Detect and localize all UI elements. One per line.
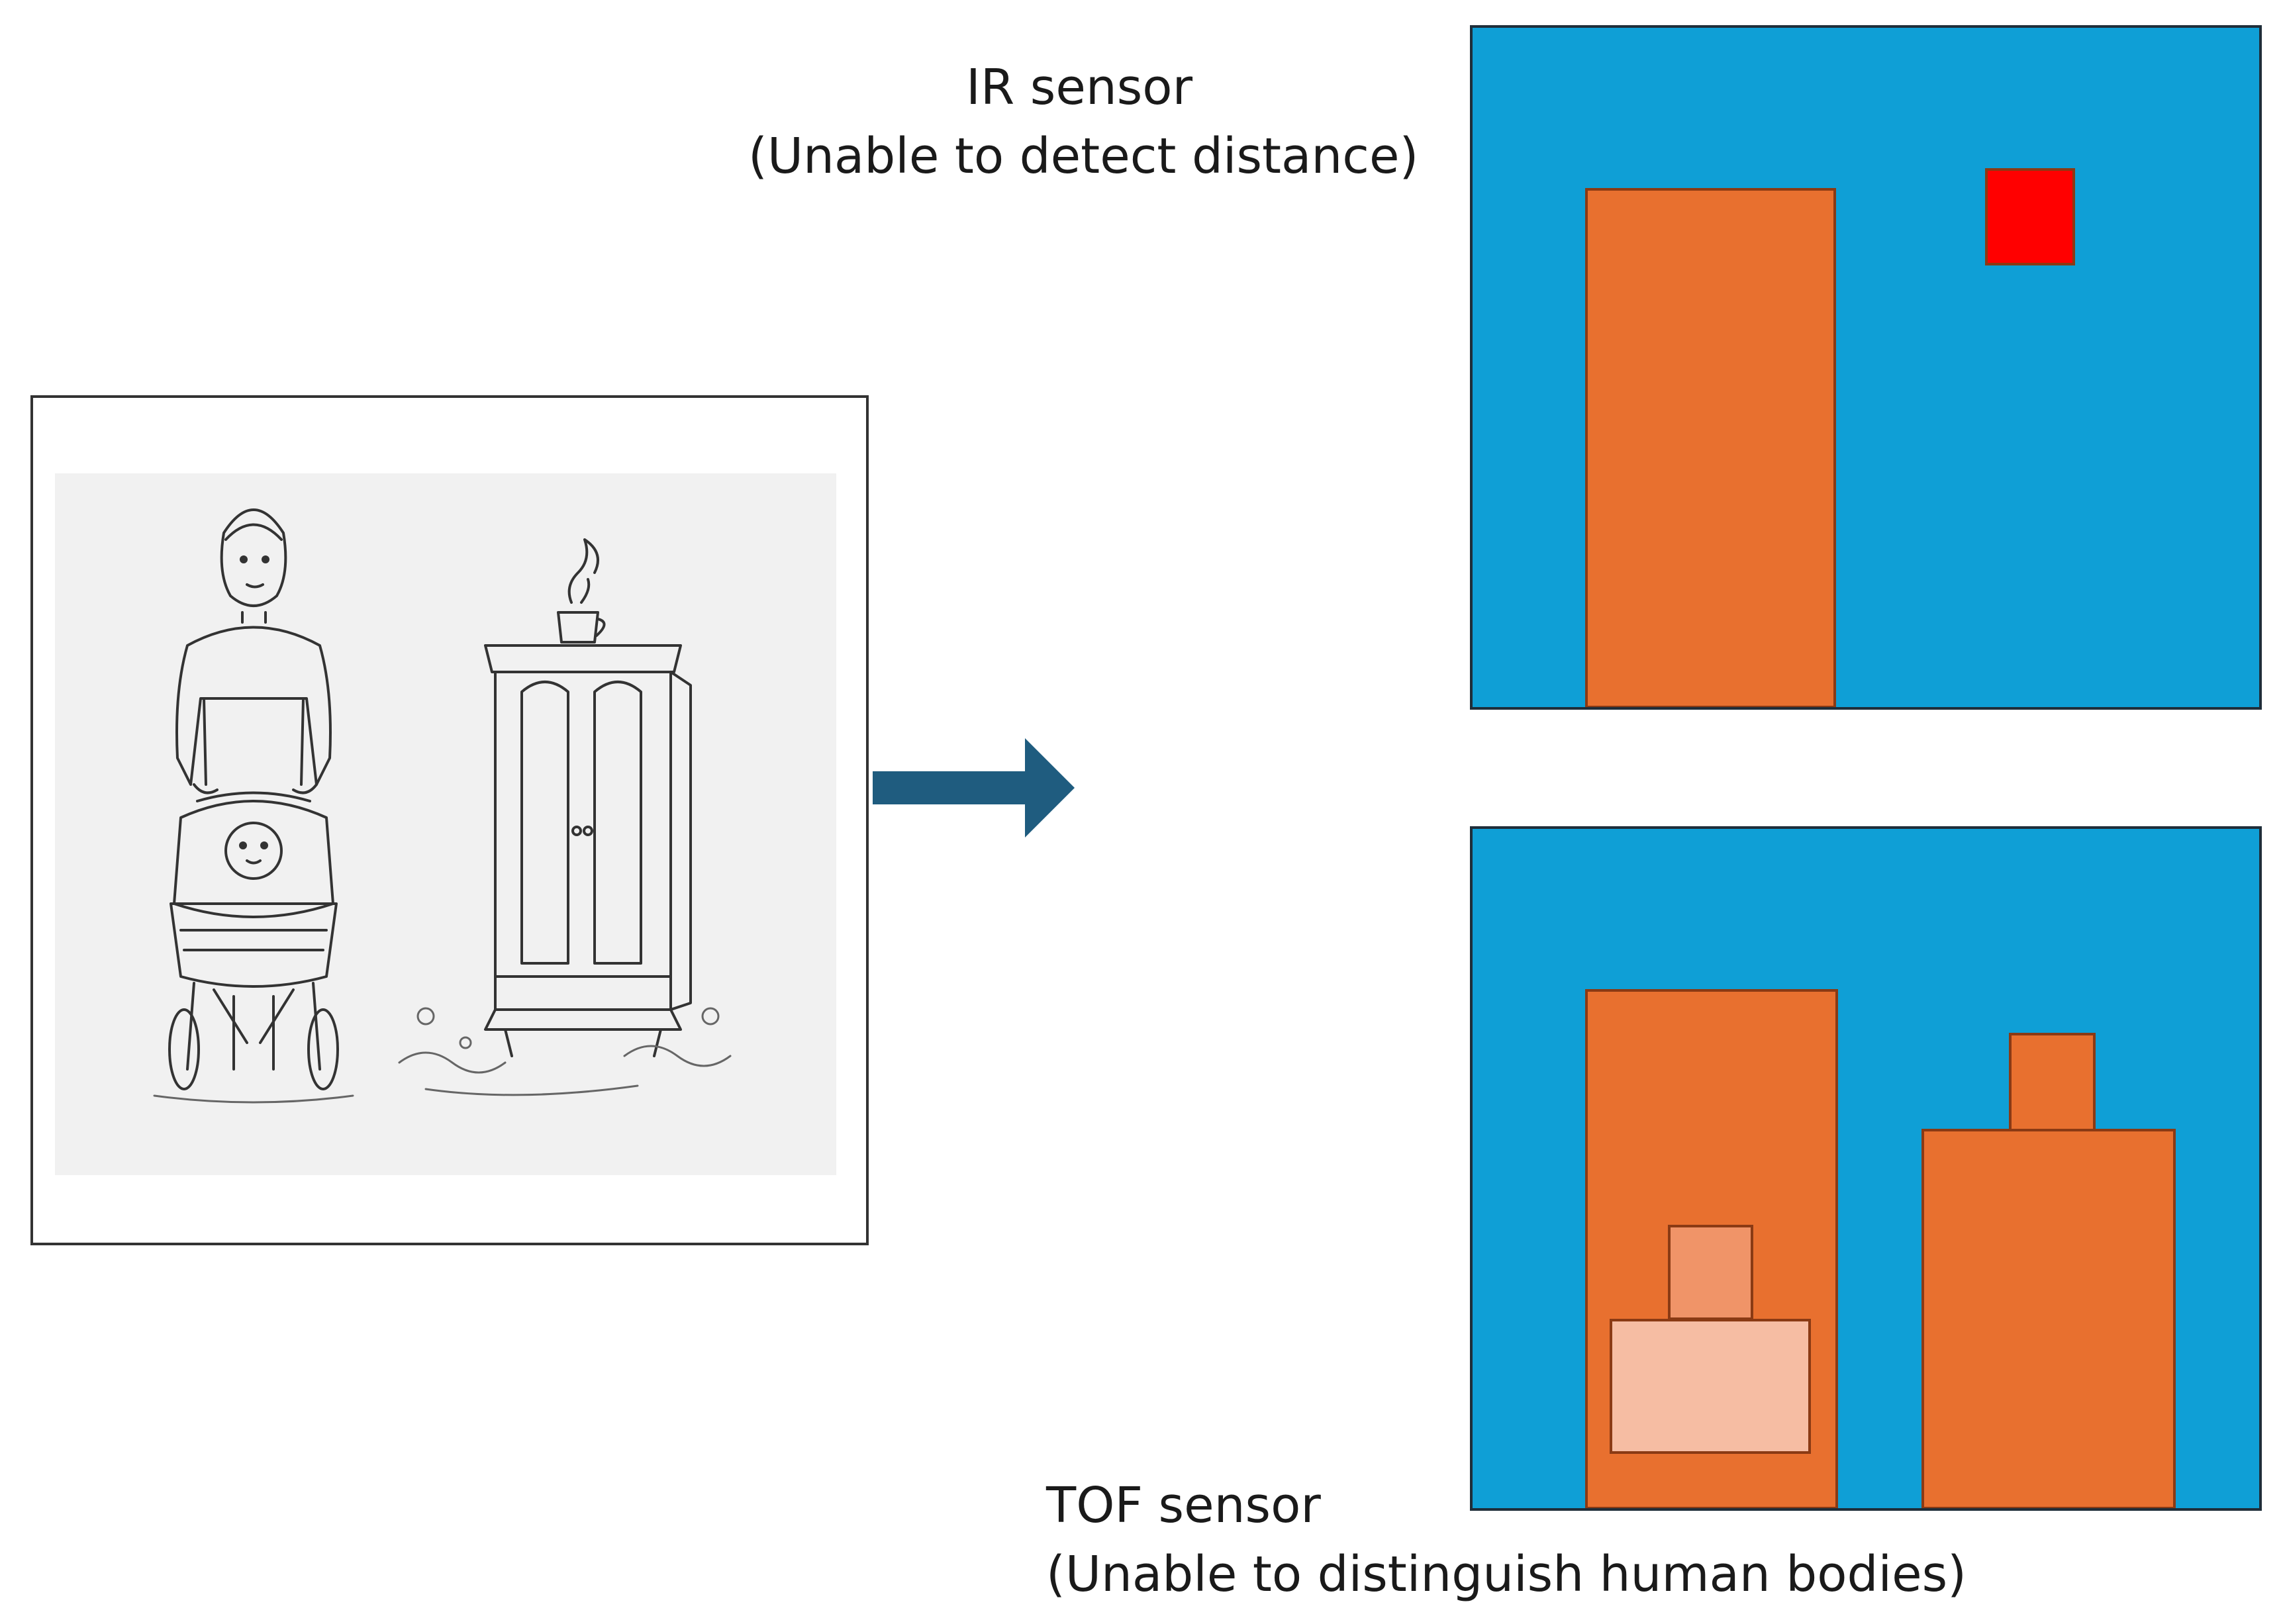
right-arrow-icon [873, 738, 1078, 837]
tof-sensor-label: TOF sensor (Unable to distinguish human … [1046, 1471, 1967, 1609]
cabinet-figure [484, 538, 692, 1057]
tof-stroller-blob [1610, 1319, 1811, 1454]
tof-sensor-panel [1470, 826, 2262, 1511]
ir-sensor-label: IR sensor (Unable to detect distance) [748, 53, 1419, 191]
ir-hot-spot [1985, 168, 2075, 265]
scene-sketch-illustration [153, 508, 732, 1104]
tof-cabinet-blob [1921, 1129, 2176, 1508]
scene-photo [55, 473, 836, 1175]
ir-sensor-note: (Unable to detect distance) [748, 128, 1419, 185]
stroller-figure [168, 791, 339, 1090]
tof-baby-head-blob [1668, 1225, 1753, 1320]
tof-cup-blob [2009, 1033, 2096, 1131]
ir-sensor-panel [1470, 25, 2262, 710]
person-figure [175, 508, 332, 794]
ir-sensor-title: IR sensor [966, 59, 1192, 116]
tof-sensor-title: TOF sensor [1046, 1477, 1321, 1534]
ground-swirls [153, 1007, 732, 1104]
ir-person-blob [1585, 188, 1836, 707]
scene-photo-frame [30, 395, 869, 1245]
tof-sensor-note: (Unable to distinguish human bodies) [1046, 1546, 1967, 1603]
